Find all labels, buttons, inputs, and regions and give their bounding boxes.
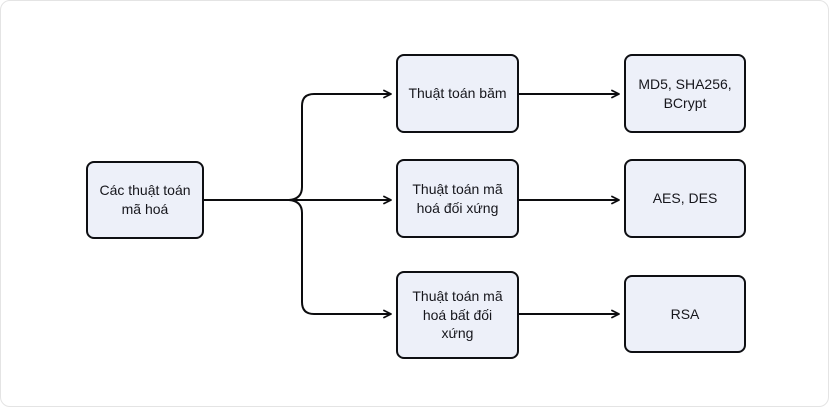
node-root-encryption-algorithms: Các thuật toán mã hoá [86, 161, 204, 239]
node-symmetric-label: Thuật toán mã hoá đối xứng [412, 180, 503, 216]
node-asymmetric-examples: RSA [624, 275, 746, 353]
node-asymmetric-label: Thuật toán mã hoá bất đối xứng [412, 287, 503, 342]
node-hash-examples-label: MD5, SHA256, BCrypt [638, 75, 732, 111]
connector-root-to-asymmetric [288, 199, 392, 319]
node-hash-algorithms: Thuật toán băm [396, 54, 519, 133]
node-root-label: Các thuật toán mã hoá [99, 182, 191, 217]
node-symmetric-algorithms: Thuật toán mã hoá đối xứng [396, 159, 519, 238]
node-asymmetric-algorithms: Thuật toán mã hoá bất đối xứng [396, 271, 519, 359]
node-hash-label: Thuật toán băm [408, 85, 507, 102]
node-asymmetric-examples-label: RSA [670, 305, 700, 322]
node-symmetric-examples: AES, DES [624, 159, 746, 238]
connector-root-to-hash [288, 89, 392, 201]
node-symmetric-examples-label: AES, DES [652, 190, 718, 207]
node-hash-examples: MD5, SHA256, BCrypt [624, 54, 746, 133]
